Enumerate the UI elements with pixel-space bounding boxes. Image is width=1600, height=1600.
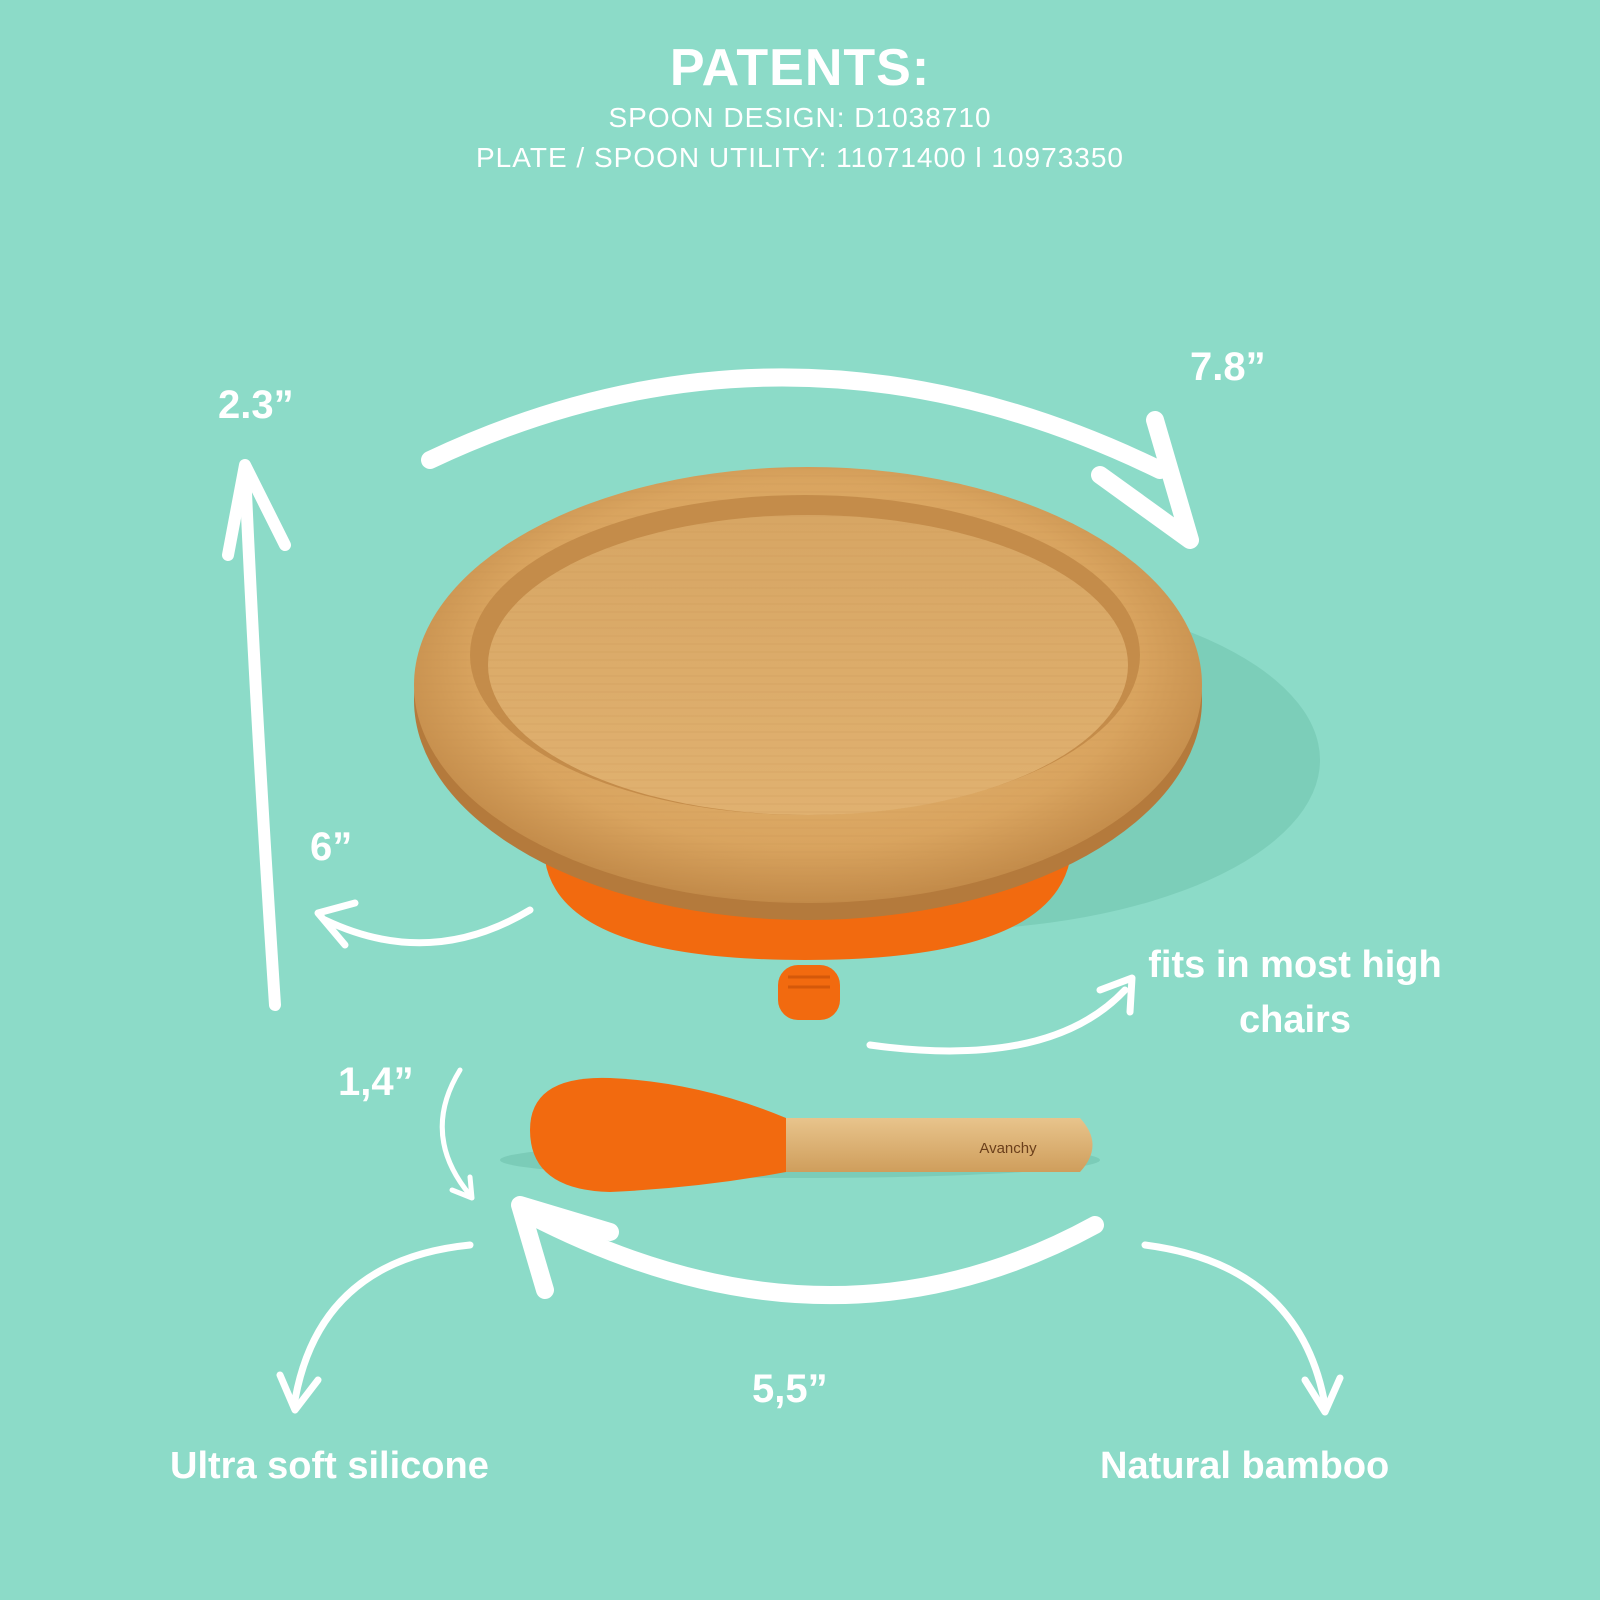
plate-height-label: 2.3” <box>218 383 294 427</box>
spoon-height-arrow <box>439 1067 475 1201</box>
utility-patents: PLATE / SPOON UTILITY: 11071400 l 109733… <box>476 142 1124 173</box>
width-arrow <box>421 368 1199 549</box>
plate-width-label: 7.8” <box>1190 345 1266 389</box>
spoon-design-patent: SPOON DESIGN: D1038710 <box>608 102 992 133</box>
bamboo-plate <box>414 467 1202 920</box>
silicone-callout: Ultra soft silicone <box>170 1445 489 1487</box>
high-chairs-arrow <box>866 974 1136 1055</box>
silicone-arrow <box>276 1241 474 1414</box>
spoon-handle <box>785 1118 1093 1172</box>
plate-base-label: 6” <box>310 825 353 869</box>
spoon-length-arrow <box>511 1196 1104 1305</box>
bamboo-callout: Natural bamboo <box>1100 1445 1390 1487</box>
spoon-logo: Avanchy <box>979 1140 1037 1157</box>
height-arrow <box>222 459 291 1011</box>
high-chairs-callout: fits in most high chairs <box>1148 944 1442 1041</box>
spoon-head <box>530 1077 786 1192</box>
base-arrow <box>314 899 534 949</box>
spoon: Avanchy <box>500 1077 1100 1192</box>
spoon-length-label: 5,5” <box>752 1367 828 1411</box>
spoon-height-label: 1,4” <box>338 1060 414 1104</box>
bamboo-arrow <box>1141 1241 1344 1416</box>
patents-title: PATENTS: <box>669 39 931 97</box>
suction-tab <box>778 965 840 1020</box>
